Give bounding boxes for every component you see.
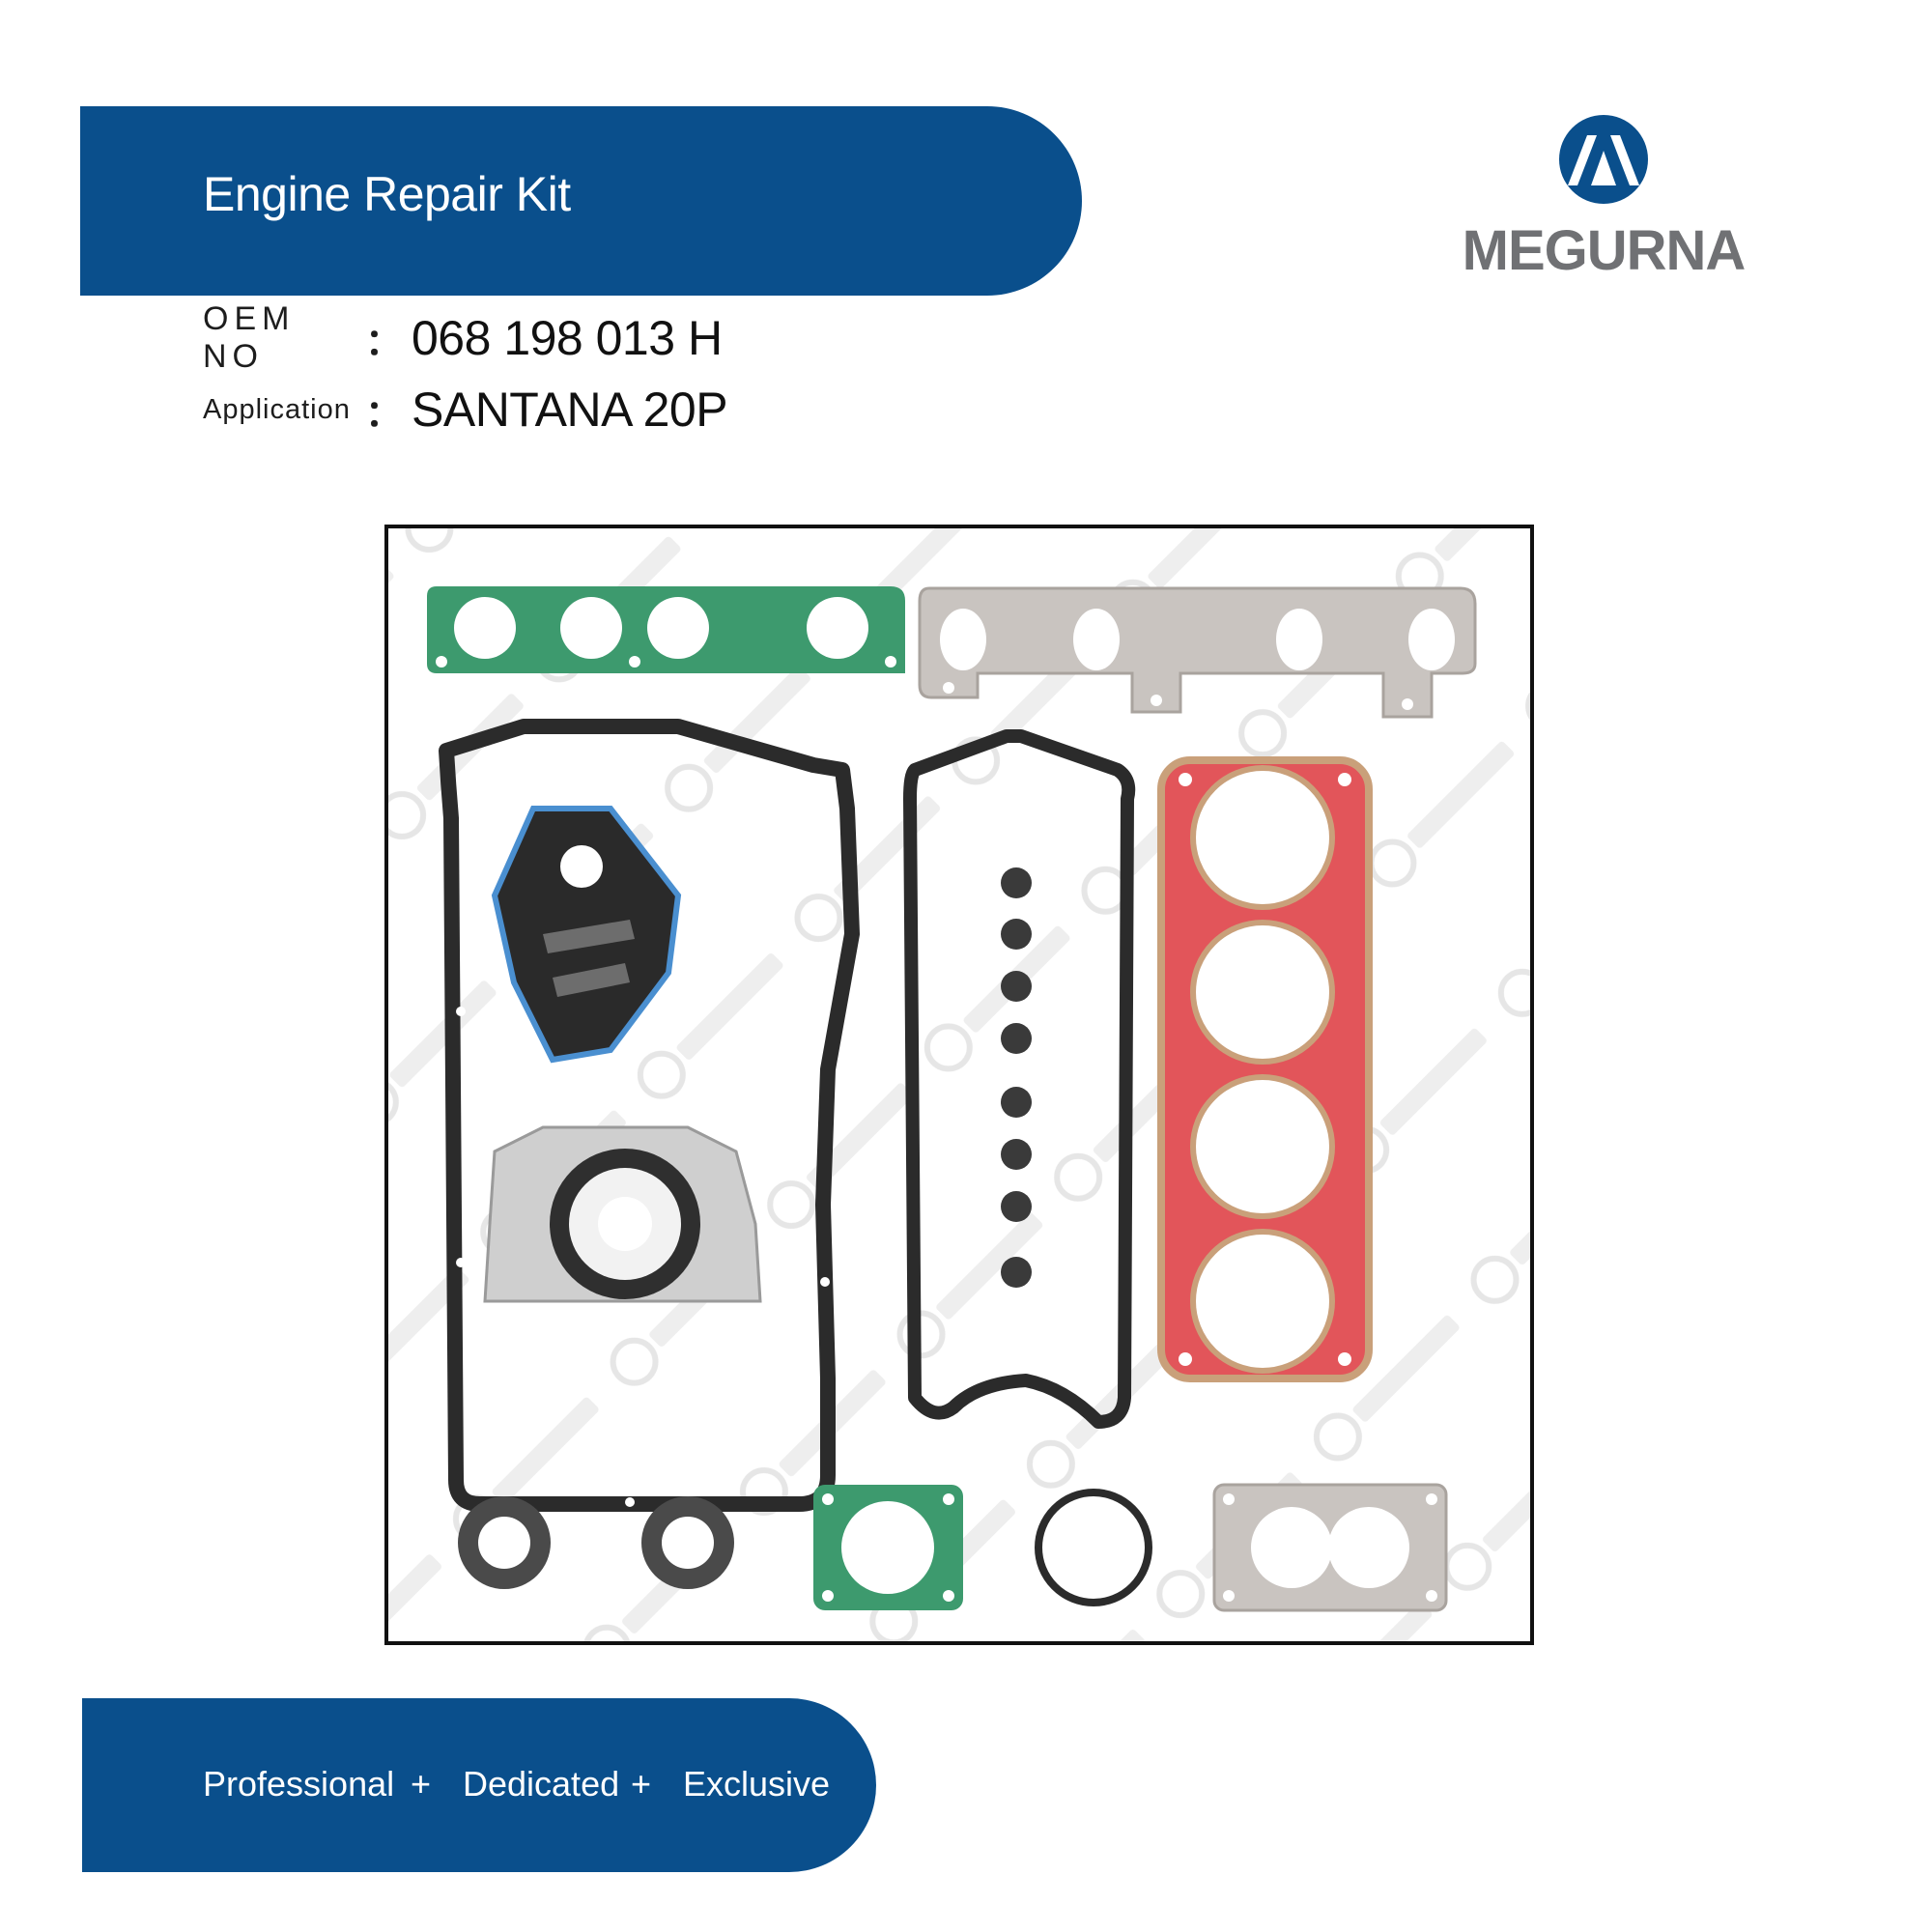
oem-row: OEM NO ： 068 198 013 H (203, 300, 723, 375)
footer-item-dedicated: Dedicated (463, 1764, 620, 1804)
application-row: Application ： SANTANA 20P (203, 381, 728, 439)
page-title: Engine Repair Kit (203, 167, 571, 221)
exhaust-manifold-gasket (918, 586, 1477, 719)
o-ring (1035, 1489, 1152, 1606)
timing-cover-gasket (491, 806, 682, 1064)
brand-logo: MEGURNA (1439, 114, 1768, 282)
footer-item-professional: Professional (203, 1764, 395, 1804)
brand-wordmark: MEGURNA (1462, 219, 1747, 282)
application-value: SANTANA 20P (412, 383, 728, 437)
application-colon: ： (365, 393, 403, 435)
rear-main-seal-housing (483, 1125, 762, 1303)
water-pump-gasket (813, 1485, 963, 1610)
application-label: Application (203, 393, 351, 425)
footer-banner: Professional + Dedicated + Exclusive (82, 1698, 876, 1872)
front-oil-seal (458, 1496, 551, 1589)
title-banner: Engine Repair Kit (80, 106, 1082, 296)
footer-separator: + (411, 1764, 432, 1804)
footer-separator: + (631, 1764, 652, 1804)
footer-item-exclusive: Exclusive (683, 1764, 831, 1804)
exhaust-flange-gasket (1212, 1483, 1448, 1612)
valve-stem-seals (1001, 867, 1032, 1288)
camshaft-oil-seal (641, 1496, 734, 1589)
oem-colon: ： (365, 322, 403, 363)
cylinder-head-gasket (1157, 756, 1373, 1382)
oem-label: OEM NO (203, 300, 296, 375)
intake-manifold-gasket (427, 586, 905, 673)
gasket-kit-illustration (388, 528, 1530, 1641)
oem-value: 068 198 013 H (412, 311, 723, 365)
product-photo (384, 525, 1534, 1645)
megurna-m-emblem-icon (1559, 115, 1648, 204)
valve-cover-gasket (903, 729, 1136, 1429)
